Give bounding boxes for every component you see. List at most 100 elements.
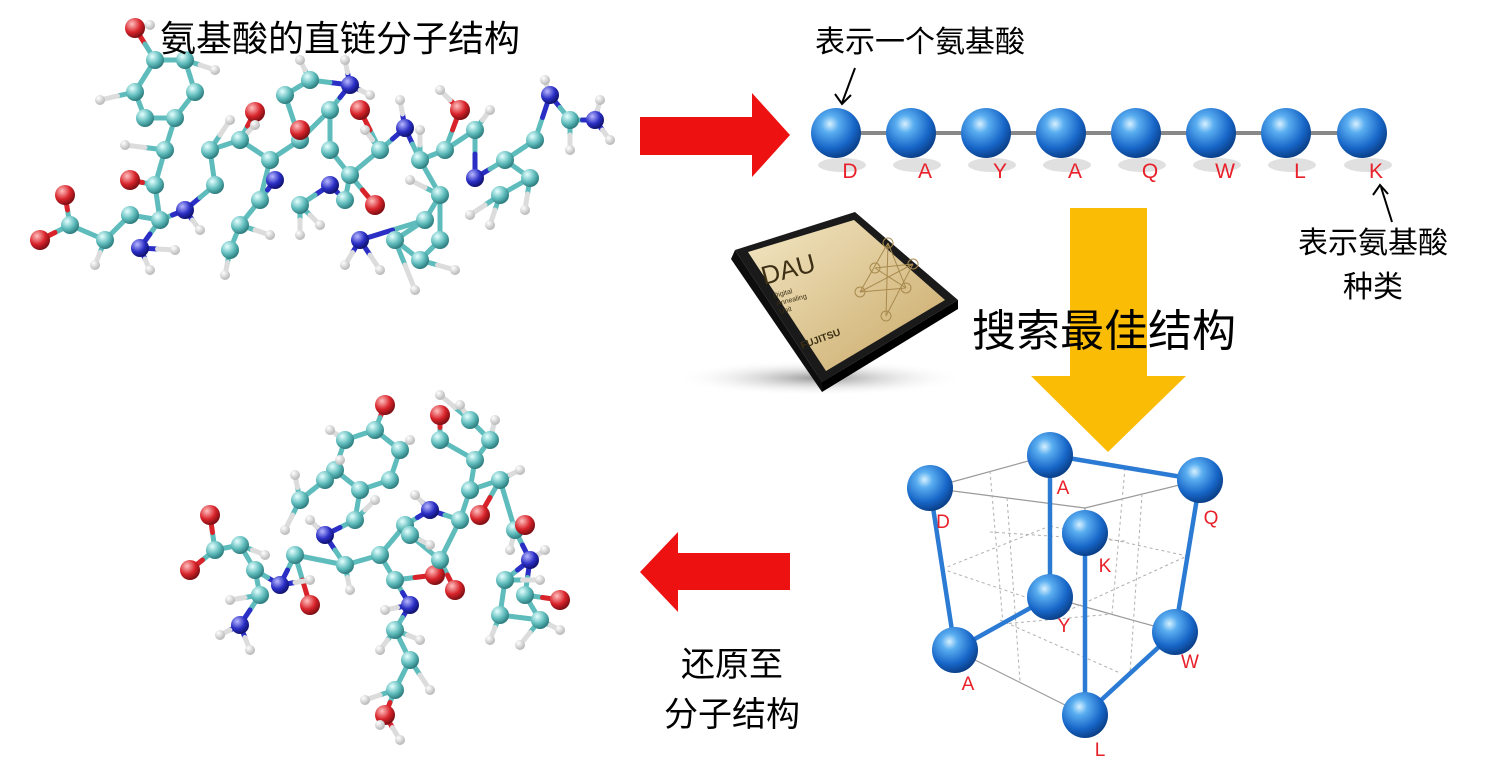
- residue-sphere: [886, 108, 936, 158]
- atom: [520, 205, 530, 215]
- atom: [55, 185, 75, 205]
- atom: [586, 111, 604, 129]
- atom: [605, 135, 615, 145]
- type-note: 表示氨基酸 种类: [1298, 222, 1448, 310]
- atom: [485, 635, 495, 645]
- atom: [465, 210, 475, 220]
- atom: [231, 536, 249, 554]
- type-note-line1: 表示氨基酸: [1298, 222, 1448, 266]
- atom: [146, 176, 164, 194]
- atom: [131, 239, 149, 257]
- atom: [186, 83, 204, 101]
- cube-residue-letter: W: [1181, 652, 1199, 673]
- atom: [405, 175, 415, 185]
- atom: [145, 265, 155, 275]
- pointer-arrow-type: [1373, 185, 1392, 222]
- atom: [121, 206, 139, 224]
- atom: [371, 141, 389, 159]
- atom: [415, 635, 425, 645]
- atom: [290, 470, 300, 480]
- atom: [515, 640, 525, 650]
- atom: [531, 611, 549, 629]
- atom: [370, 495, 380, 505]
- amino-acid-chain: DAYAQWLK: [811, 108, 1392, 183]
- atom: [521, 169, 539, 187]
- atom: [215, 630, 225, 640]
- atom: [451, 511, 469, 529]
- atom: [395, 95, 405, 105]
- atom: [386, 231, 404, 249]
- atom: [221, 241, 239, 259]
- atom: [265, 230, 275, 240]
- atom: [266, 171, 284, 189]
- atom: [305, 515, 315, 525]
- atom: [421, 501, 439, 519]
- atom: [336, 556, 354, 574]
- atom: [516, 586, 534, 604]
- atom: [350, 100, 370, 120]
- atom: [276, 86, 294, 104]
- atom: [346, 511, 364, 529]
- cube-residue-letter: Q: [1204, 508, 1219, 529]
- atom: [401, 596, 419, 614]
- atom: [200, 505, 220, 525]
- atom: [555, 625, 565, 635]
- residue-letter: L: [1294, 160, 1306, 183]
- atom: [261, 151, 279, 169]
- atom: [96, 231, 114, 249]
- search-label: 搜索最佳结构: [972, 310, 1236, 354]
- atom: [430, 405, 450, 425]
- atom: [316, 526, 334, 544]
- atom: [411, 151, 429, 169]
- atom: [431, 551, 449, 569]
- residue-letter: Q: [1142, 160, 1158, 183]
- cube-residue-sphere: [1152, 609, 1198, 655]
- residue-letter: Y: [993, 160, 1007, 183]
- atom: [435, 390, 445, 400]
- atom: [450, 265, 460, 275]
- cube-residue-letter: A: [962, 674, 975, 695]
- atom: [431, 231, 449, 249]
- atom: [95, 95, 105, 105]
- atom: [151, 211, 169, 229]
- atom: [325, 425, 335, 435]
- atom: [466, 121, 484, 139]
- atom: [496, 151, 514, 169]
- atom: [380, 605, 390, 615]
- cube-residue-letter: K: [1099, 556, 1112, 577]
- atom: [375, 720, 385, 730]
- atom: [550, 590, 570, 610]
- atom: [435, 85, 445, 95]
- atom: [405, 435, 415, 445]
- atom: [491, 606, 509, 624]
- folded-molecule-structure: [180, 390, 570, 745]
- atom: [415, 125, 425, 135]
- atom: [336, 431, 354, 449]
- atom: [411, 251, 429, 269]
- atom: [341, 76, 359, 94]
- atom: [521, 551, 539, 569]
- atom: [410, 490, 420, 500]
- cube-residue-letter: L: [1095, 740, 1106, 761]
- cube-residue-letter: Y: [1058, 616, 1071, 637]
- atom: [225, 595, 235, 605]
- residue-sphere: [1337, 108, 1387, 158]
- atom: [351, 231, 369, 249]
- atom: [290, 120, 310, 140]
- atom: [225, 115, 235, 125]
- atom: [541, 86, 559, 104]
- atom: [246, 561, 264, 579]
- atom: [496, 571, 514, 589]
- atom: [431, 186, 449, 204]
- residue-sphere: [1111, 108, 1161, 158]
- atom: [351, 481, 369, 499]
- atom: [295, 230, 305, 240]
- atom: [485, 105, 495, 115]
- atom: [341, 166, 359, 184]
- atom: [455, 400, 465, 410]
- atom: [245, 645, 255, 655]
- atom: [540, 545, 550, 555]
- atom: [136, 109, 154, 127]
- atom: [360, 695, 370, 705]
- atom: [305, 575, 315, 585]
